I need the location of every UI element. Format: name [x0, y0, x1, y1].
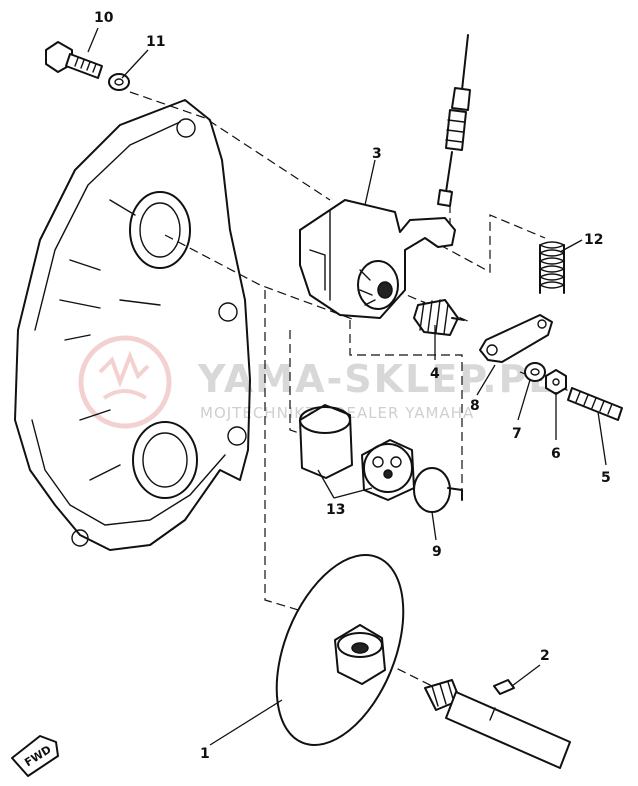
shaft: [424, 679, 571, 769]
callout-4: 4: [430, 366, 440, 382]
throttle-cable: [437, 34, 471, 207]
callout-12: 12: [584, 232, 603, 248]
damper-part-13: [299, 404, 415, 501]
callout-2: 2: [540, 648, 550, 664]
leader-lines: [87, 27, 607, 746]
watermark-logo: [78, 335, 172, 429]
callout-13: 13: [326, 502, 345, 518]
callout-7: 7: [512, 426, 522, 442]
callout-9: 9: [432, 544, 442, 560]
callout-6: 6: [551, 446, 561, 462]
worm-gear-part-4: [413, 299, 465, 336]
nut-part-6: [545, 369, 567, 395]
callout-8: 8: [470, 398, 480, 414]
lever-housing-part-3: [299, 199, 456, 319]
callout-1: 1: [200, 746, 210, 762]
screw-part-5: [567, 387, 623, 421]
spring-part-12: [539, 241, 565, 294]
watermark-title: YAMA-SKLEP.PL: [197, 357, 555, 401]
callout-5: 5: [601, 470, 611, 486]
key-part-2: [493, 679, 515, 695]
callout-labels: 10 11 3 12 4 8 7 6 5 13 9 2 1: [94, 10, 611, 762]
washer-part-9: [413, 467, 463, 513]
washer-part-7: [524, 362, 546, 382]
lever-plate-part-8: [479, 314, 553, 363]
bolt-part-10: [45, 41, 103, 79]
callout-3: 3: [372, 146, 382, 162]
crankcase-cover: [14, 99, 251, 551]
sheave-part-1: [275, 554, 405, 746]
callout-11: 11: [146, 34, 165, 50]
washer-part-11: [108, 73, 130, 91]
forward-direction-indicator: FWD: [11, 735, 59, 777]
callout-10: 10: [94, 10, 114, 26]
